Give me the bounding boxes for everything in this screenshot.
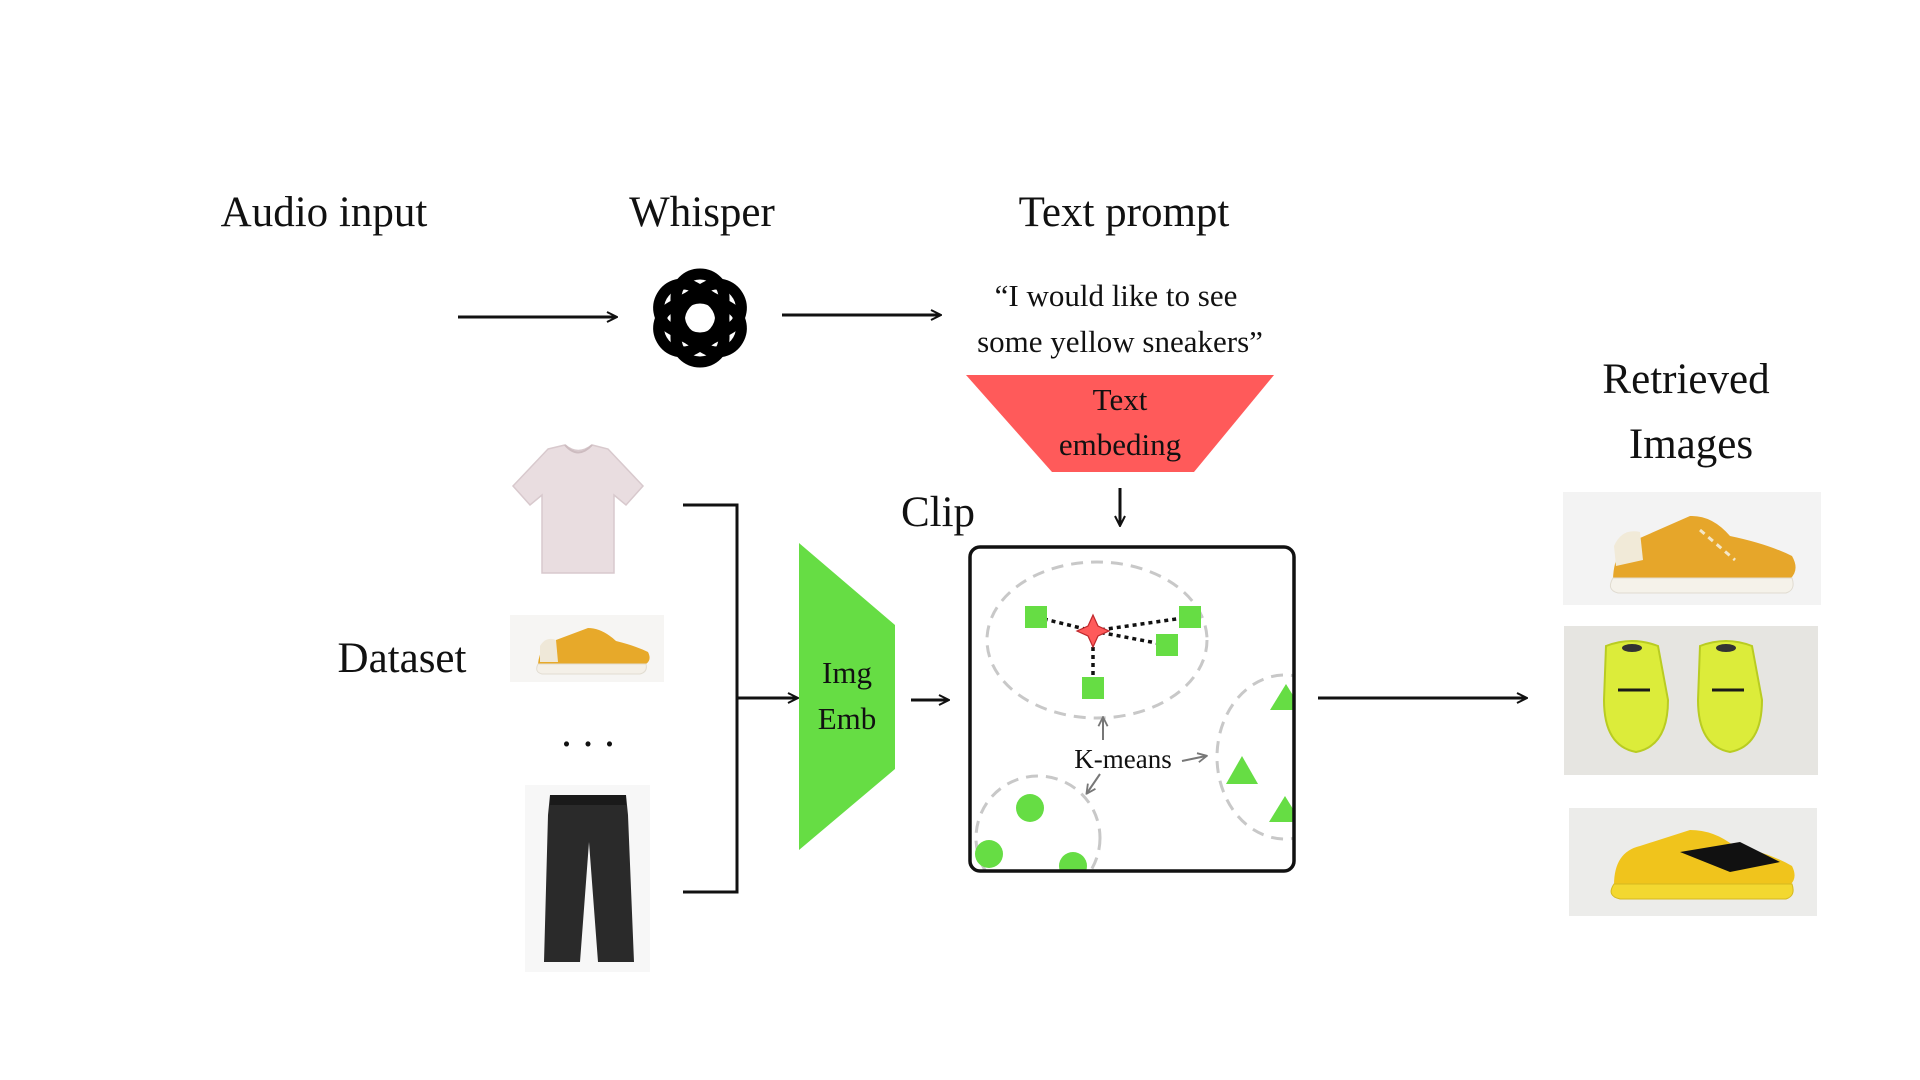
k-means-arrow-right: [1181, 756, 1206, 761]
openai-logo-icon: [653, 268, 747, 368]
text-prompt-label: Text prompt: [1019, 189, 1230, 236]
cluster-point-square: [1082, 677, 1104, 699]
audio-waveform-icon: [209, 243, 425, 391]
clip-label: Clip: [901, 489, 975, 536]
retrieved-images-label-line2: Images: [1629, 421, 1753, 468]
cluster-point-square: [1025, 606, 1047, 628]
pants-image: [525, 785, 650, 972]
dataset-label: Dataset: [338, 635, 467, 682]
tshirt-image: [505, 440, 647, 576]
text-embedding-label-line1: Text: [1093, 382, 1148, 417]
cluster-point-circle: [1016, 794, 1044, 822]
clip-embedding-space: K-means: [968, 545, 1296, 873]
cluster-outline-circles: [974, 774, 1102, 871]
cluster-point-circle: [975, 840, 1003, 868]
yellow-sneaker-image: [1563, 492, 1821, 605]
neon-sneakers-image: [1564, 626, 1818, 775]
sneaker-image: [510, 615, 664, 682]
k-means-arrow-down-left: [1087, 773, 1101, 793]
cluster-point-square: [1179, 606, 1201, 628]
prompt-text-line1: “I would like to see: [995, 278, 1238, 313]
clip-box-border: [968, 545, 1296, 873]
audio-input-label: Audio input: [221, 189, 428, 236]
cluster-point-square: [1156, 634, 1178, 656]
yellow-black-sneaker-image: [1569, 808, 1817, 916]
dataset-ellipsis: . . .: [561, 709, 615, 756]
cluster-outline-squares: [985, 560, 1209, 720]
query-star-icon: [1075, 613, 1111, 649]
cluster-point-circle: [1059, 852, 1087, 871]
img-emb-label-line1: Img: [822, 655, 872, 690]
cluster-point-triangle: [1226, 756, 1258, 784]
whisper-label: Whisper: [629, 189, 775, 236]
text-embedding-block: [966, 375, 1274, 472]
cluster-point-triangle: [1270, 684, 1294, 710]
retrieved-images-label-line1: Retrieved: [1602, 356, 1769, 403]
dataset-bracket: [683, 503, 739, 894]
prompt-text-line2: some yellow sneakers”: [977, 324, 1263, 359]
text-embedding-label-line2: embeding: [1059, 427, 1181, 462]
k-means-label: K-means: [1074, 744, 1171, 774]
img-emb-label-line2: Emb: [818, 701, 877, 736]
image-embedding-block: [799, 543, 895, 850]
